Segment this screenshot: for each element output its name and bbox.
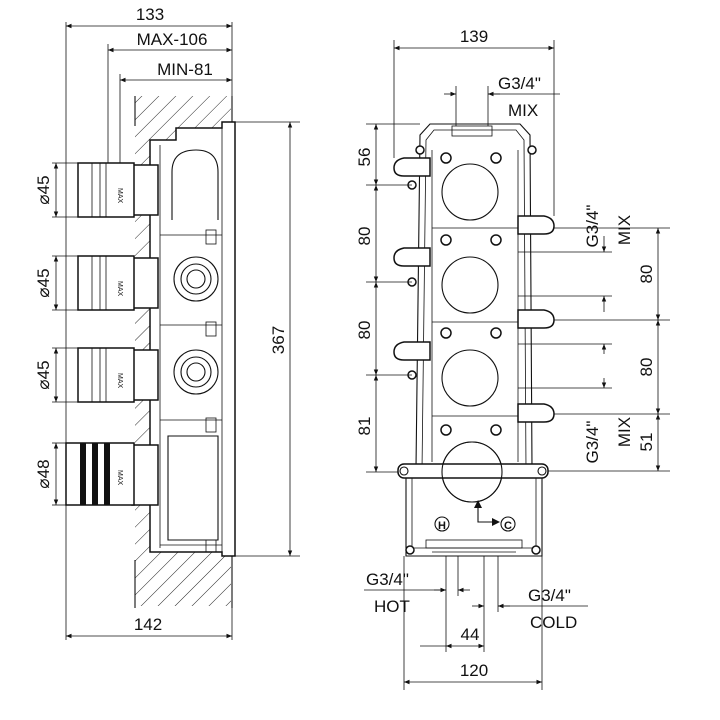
dim-139: 139 bbox=[460, 27, 488, 46]
knob-mark: MAX bbox=[116, 373, 123, 389]
port-letter-cold: C bbox=[504, 520, 512, 532]
diameter-3: ⌀45 bbox=[34, 360, 53, 389]
knob-2: MAX bbox=[77, 255, 135, 311]
knob-mark: MAX bbox=[116, 188, 123, 204]
label-hot: HOT bbox=[374, 597, 410, 616]
thread-mix-top: G3/4" bbox=[498, 74, 541, 93]
diameter-1: ⌀45 bbox=[34, 175, 53, 204]
label-cold: COLD bbox=[530, 613, 577, 632]
dim-left-56: 56 bbox=[355, 148, 374, 167]
dim-142: 142 bbox=[134, 615, 162, 634]
cartridge-3 bbox=[441, 349, 499, 407]
dim-left-80b: 80 bbox=[355, 321, 374, 340]
knob-mark: MAX bbox=[116, 470, 123, 486]
thread-hot: G3/4" bbox=[366, 570, 409, 589]
dim-left-81: 81 bbox=[355, 417, 374, 436]
dim-right-80b: 80 bbox=[637, 358, 656, 377]
dim-120: 120 bbox=[460, 661, 488, 680]
knob-3: MAX bbox=[77, 347, 135, 403]
label-mix-right-lower: MIX bbox=[615, 417, 634, 447]
knob-mark: MAX bbox=[116, 281, 123, 297]
dim-max-106: MAX-106 bbox=[137, 30, 208, 49]
dim-right-80a: 80 bbox=[637, 265, 656, 284]
diameter-4: ⌀48 bbox=[34, 459, 53, 488]
knob-1: MAX bbox=[77, 162, 135, 218]
cartridge-2 bbox=[441, 256, 499, 314]
screws bbox=[405, 145, 541, 555]
dim-right-51: 51 bbox=[637, 433, 656, 452]
valve-body-front bbox=[405, 123, 543, 557]
dim-left-80a: 80 bbox=[355, 227, 374, 246]
front-view: H C 139 G3/4" MIX 56 80 80 81 bbox=[355, 27, 670, 690]
side-view: MAX MAX MAX MAX bbox=[34, 5, 300, 640]
cartridge-1 bbox=[441, 163, 499, 221]
dim-44: 44 bbox=[461, 625, 480, 644]
diameter-2: ⌀45 bbox=[34, 268, 53, 297]
knob-4: MAX bbox=[65, 442, 135, 506]
label-mix-right-upper: MIX bbox=[615, 215, 634, 245]
dim-min-81: MIN-81 bbox=[157, 60, 213, 79]
dim-133: 133 bbox=[136, 5, 164, 24]
port-letter-hot: H bbox=[438, 520, 446, 532]
thread-cold: G3/4" bbox=[528, 586, 571, 605]
label-mix-top: MIX bbox=[508, 101, 538, 120]
thread-mix-right-upper: G3/4" bbox=[583, 205, 602, 248]
thread-mix-right-lower: G3/4" bbox=[583, 421, 602, 464]
dim-367: 367 bbox=[269, 326, 288, 354]
